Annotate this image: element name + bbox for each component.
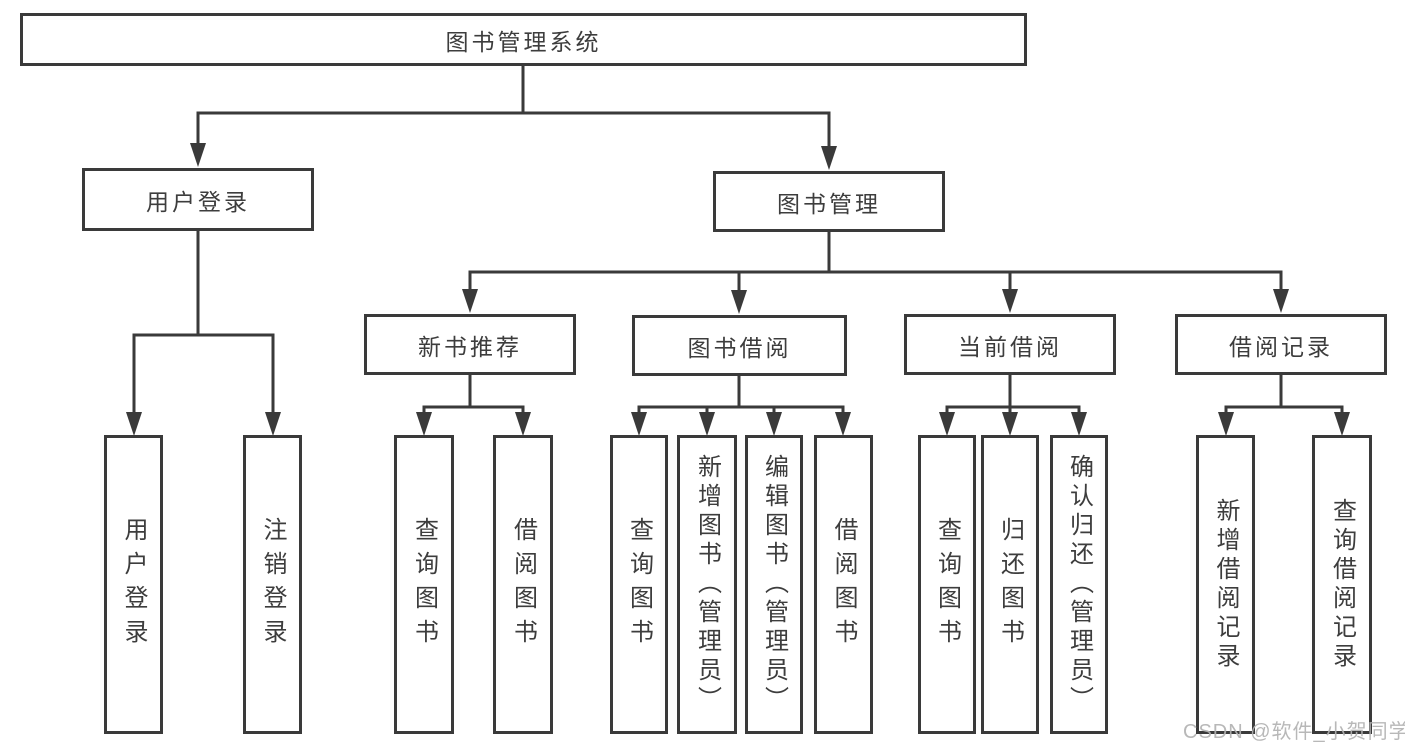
leaf-borrow-books: 借阅图书 (814, 435, 873, 734)
node-book-management: 图书管理 (713, 171, 945, 232)
node-current-borrow: 当前借阅 (904, 314, 1116, 375)
node-book-management-label: 图书管理 (777, 190, 881, 217)
node-root: 图书管理系统 (20, 13, 1027, 66)
leaf-query-borrow-record: 查询借阅记录 (1312, 435, 1372, 734)
leaf-query-books-recommend-label: 查询图书 (410, 516, 438, 653)
connector-book-management-sections (468, 230, 1283, 308)
connector-recommend-children (422, 373, 525, 431)
node-current-borrow-label: 当前借阅 (958, 333, 1062, 360)
leaf-return-book: 归还图书 (981, 435, 1039, 734)
leaf-confirm-return-admin: 确认归还（管理员） (1050, 435, 1108, 734)
leaf-logout-label: 注销登录 (259, 516, 286, 653)
node-book-borrow: 图书借阅 (632, 315, 847, 376)
connector-borrow-children (637, 374, 845, 431)
leaf-add-book-admin-label: 新增图书（管理员） (693, 454, 721, 715)
leaf-add-borrow-record: 新增借阅记录 (1196, 435, 1255, 734)
leaf-query-books-borrow-label: 查询图书 (625, 516, 653, 653)
leaf-query-borrow-record-label: 查询借阅记录 (1328, 497, 1356, 672)
node-new-book-recommend-label: 新书推荐 (418, 333, 522, 360)
node-book-borrow-label: 图书借阅 (687, 334, 792, 361)
leaf-add-book-admin: 新增图书（管理员） (677, 435, 737, 734)
leaf-confirm-return-admin-label: 确认归还（管理员） (1065, 454, 1093, 715)
connector-records-children (1224, 373, 1344, 431)
arrowheads (126, 143, 1350, 436)
leaf-edit-book-admin: 编辑图书（管理员） (745, 435, 803, 734)
node-root-label: 图书管理系统 (445, 28, 602, 55)
leaf-query-books-borrow: 查询图书 (610, 435, 668, 734)
node-new-book-recommend: 新书推荐 (364, 314, 576, 375)
leaf-query-books-current: 查询图书 (918, 435, 976, 734)
leaf-return-book-label: 归还图书 (996, 516, 1024, 653)
connector-user-login-children (132, 229, 275, 430)
leaf-logout: 注销登录 (243, 435, 302, 734)
leaf-borrow-books-recommend: 借阅图书 (493, 435, 553, 734)
node-user-login-label: 用户登录 (146, 188, 250, 215)
leaf-borrow-books-recommend-label: 借阅图书 (509, 516, 537, 653)
node-borrow-records: 借阅记录 (1175, 314, 1387, 375)
leaf-edit-book-admin-label: 编辑图书（管理员） (760, 454, 788, 715)
leaf-borrow-books-label: 借阅图书 (830, 516, 857, 653)
connector-root-to-level2 (196, 64, 831, 165)
leaf-query-books-recommend: 查询图书 (394, 435, 454, 734)
node-user-login: 用户登录 (82, 168, 314, 231)
leaf-user-login: 用户登录 (104, 435, 163, 734)
leaf-user-login-label: 用户登录 (120, 516, 147, 653)
node-borrow-records-label: 借阅记录 (1229, 333, 1333, 360)
csdn-watermark: CSDN @软件_小贺同学 (1183, 721, 1405, 743)
leaf-add-borrow-record-label: 新增借阅记录 (1212, 497, 1239, 672)
leaf-query-books-current-label: 查询图书 (933, 516, 961, 653)
